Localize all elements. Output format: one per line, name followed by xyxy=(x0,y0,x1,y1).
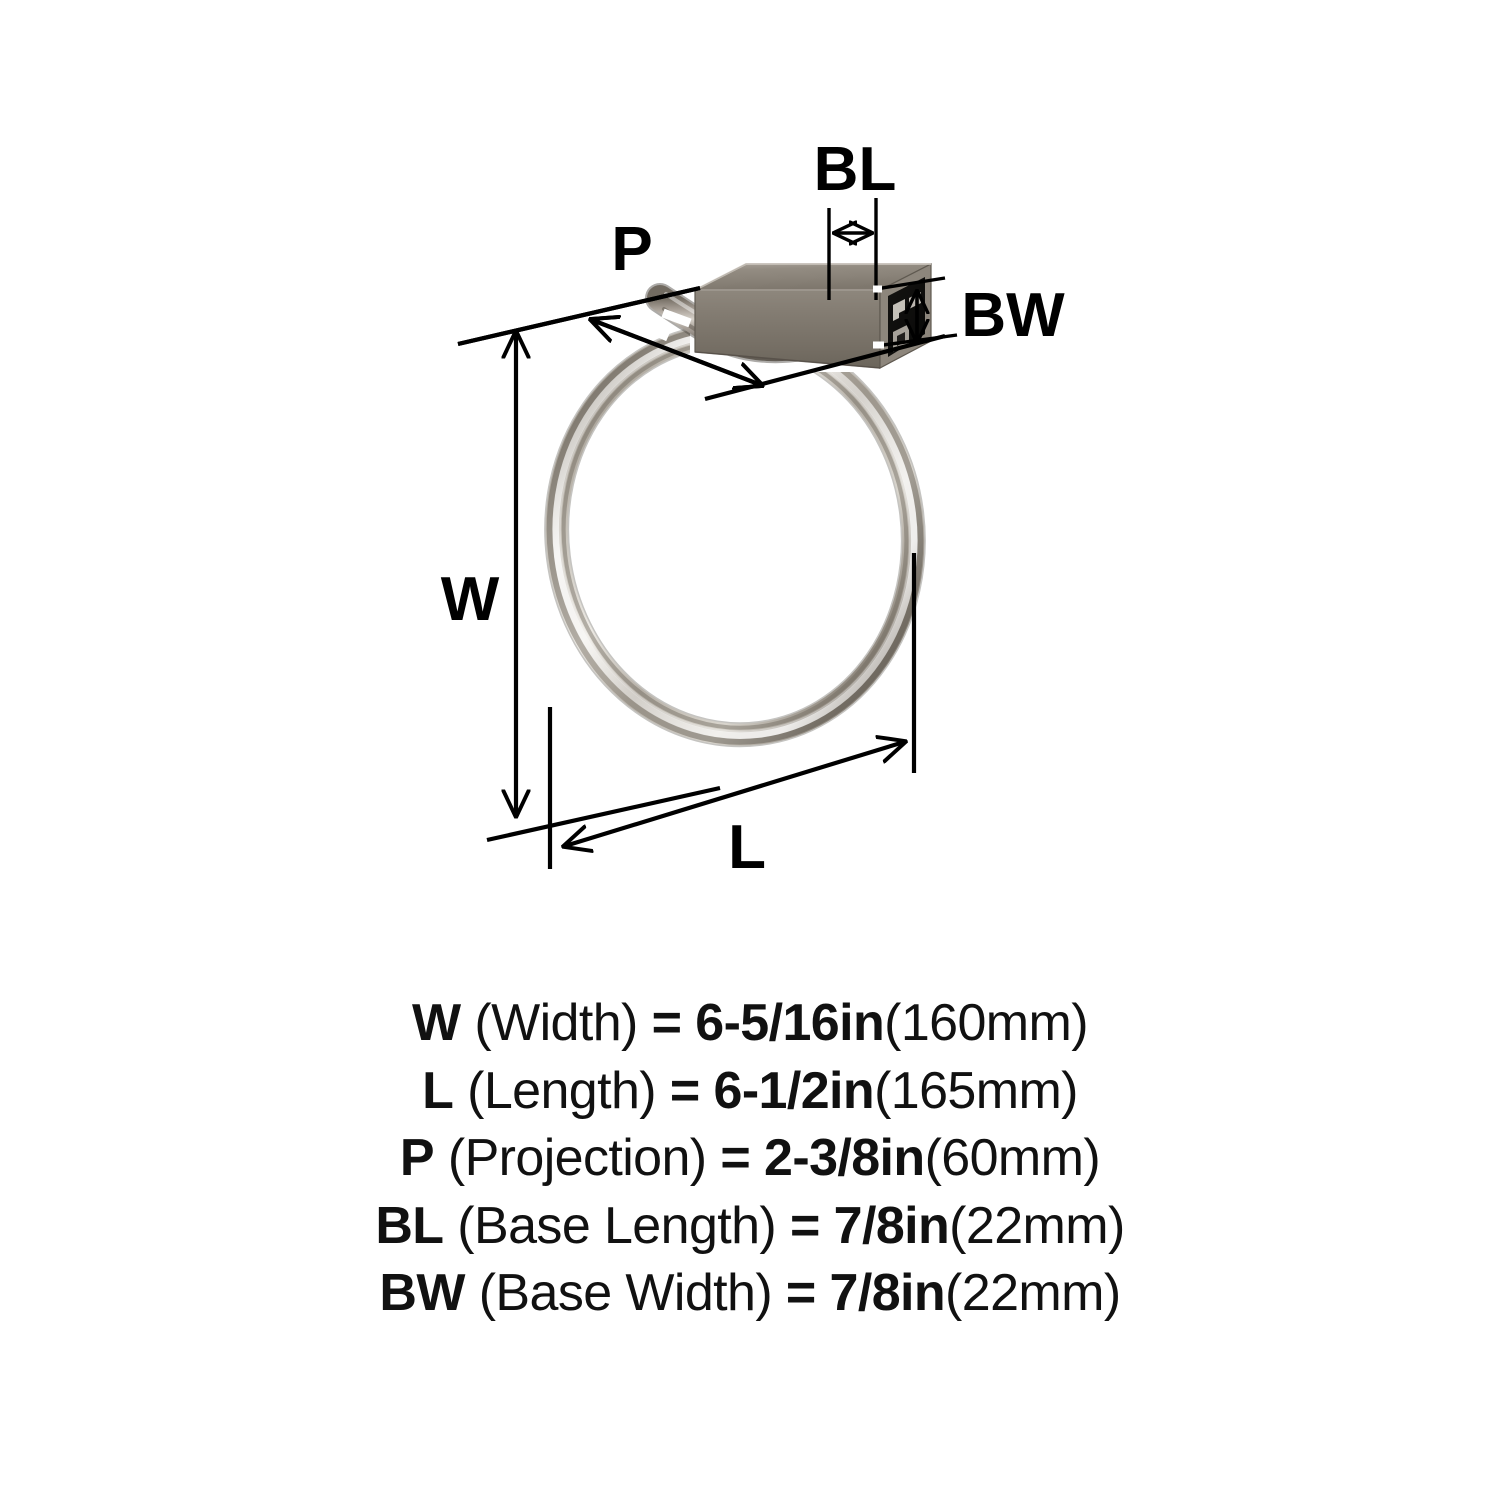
dimension-l xyxy=(547,553,917,869)
dimension-w xyxy=(457,285,721,843)
legend-name: (Width) xyxy=(474,994,638,1052)
legend-name: (Length) xyxy=(467,1061,657,1120)
legend-equals: = xyxy=(790,1196,820,1255)
label-bw: BW xyxy=(961,281,1065,350)
legend-equals: = xyxy=(785,1264,816,1323)
legend-symbol: L xyxy=(422,1061,454,1120)
legend-name: (Base Width) xyxy=(478,1264,773,1323)
label-p: P xyxy=(611,215,652,284)
legend-equals: = xyxy=(720,1129,751,1188)
legend-name: (Base Length) xyxy=(457,1196,777,1255)
legend-row-bw: BW (Base Width) = 7/8in(22mm) xyxy=(379,1260,1121,1328)
legend-metric: (165mm) xyxy=(874,1061,1078,1120)
legend-equals: = xyxy=(669,1061,700,1120)
legend-symbol: W xyxy=(412,994,461,1052)
label-bl: BL xyxy=(814,135,897,204)
product-dimension-diagram: W L P BL BW xyxy=(441,135,1065,882)
legend-row-w: W (Width) = 6-5/16in(160mm) xyxy=(412,990,1088,1058)
legend-metric: (60mm) xyxy=(924,1129,1101,1188)
label-l: L xyxy=(728,813,766,882)
dimension-bw xyxy=(875,276,958,348)
legend-equals: = xyxy=(651,994,682,1052)
legend-row-p: P (Projection) = 2-3/8in(60mm) xyxy=(399,1125,1101,1193)
legend-metric: (22mm) xyxy=(945,1264,1121,1323)
dimension-legend: W (Width) = 6-5/16in(160mm) L (Length) =… xyxy=(0,990,1500,1350)
legend-metric: (160mm) xyxy=(884,994,1088,1052)
p-extension-line-top xyxy=(457,285,701,347)
dimension-overdraw xyxy=(592,320,761,385)
legend-value: 7/8in xyxy=(829,1264,946,1323)
diagram-canvas: W L P BL BW xyxy=(441,135,1065,882)
legend-value: 6-5/16in xyxy=(695,994,885,1052)
legend-row-l: L (Length) = 6-1/2in(165mm) xyxy=(422,1058,1078,1126)
legend-row-bl: BL (Base Length) = 7/8in(22mm) xyxy=(375,1193,1125,1261)
legend-name: (Projection) xyxy=(447,1129,707,1188)
towel-ring-product xyxy=(544,263,932,748)
legend-value: 7/8in xyxy=(833,1196,950,1255)
legend-value: 2-3/8in xyxy=(764,1129,925,1188)
legend-value: 6-1/2in xyxy=(713,1061,875,1120)
bw-extension-line-top xyxy=(875,276,946,291)
dimension-labels: W L P BL BW xyxy=(441,135,1065,882)
legend-symbol: BW xyxy=(379,1264,465,1323)
legend-symbol: P xyxy=(399,1129,435,1188)
dimension-bl xyxy=(827,198,878,300)
l-arrow xyxy=(565,742,904,846)
legend-metric: (22mm) xyxy=(949,1196,1125,1255)
legend-symbol: BL xyxy=(375,1196,444,1255)
wall-mount-bracket xyxy=(694,263,932,369)
label-w: W xyxy=(441,565,500,634)
